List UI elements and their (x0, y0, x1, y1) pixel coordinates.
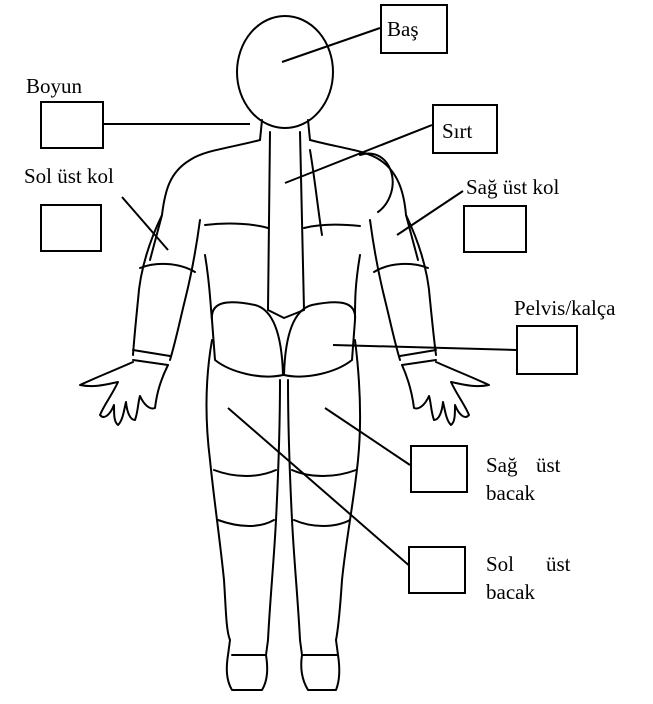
figure-right-arm (370, 215, 436, 360)
label-sag-ust-bacak-3: bacak (486, 481, 535, 505)
label-sol-ust-kol: Sol üst kol (24, 164, 114, 188)
pointer-sol-ust-bacak (228, 408, 412, 568)
sag-ust-bacak-box[interactable] (410, 445, 468, 493)
pelvis-box[interactable] (516, 325, 578, 375)
sag-ust-kol-box[interactable] (463, 205, 527, 253)
label-sag-ust-bacak-2: üst (536, 453, 561, 477)
figure-right-hand (402, 362, 489, 425)
figure-buttocks (212, 302, 283, 376)
sol-ust-kol-box[interactable] (40, 204, 102, 252)
pointer-sag-ust-bacak (325, 408, 410, 465)
boyun-box[interactable] (40, 101, 104, 149)
figure-head (237, 16, 333, 128)
label-sag-ust-kol: Sağ üst kol (466, 175, 559, 199)
pointer-pelvis (333, 345, 516, 350)
figure-left-hand (80, 362, 168, 425)
label-bas: Baş (387, 17, 419, 41)
figure-left-arm (133, 215, 200, 360)
label-sirt: Sırt (442, 119, 472, 143)
label-sag-ust-bacak-1: Sağ (486, 453, 518, 477)
figure-torso (150, 140, 418, 260)
label-boyun: Boyun (26, 74, 82, 98)
label-sol-ust-bacak-2: üst (546, 552, 571, 576)
label-sol-ust-bacak-3: bacak (486, 580, 535, 604)
figure-neck (260, 120, 310, 140)
pointer-sag-ust-kol (397, 191, 463, 235)
label-pelvis: Pelvis/kalça (514, 296, 615, 320)
sol-ust-bacak-box[interactable] (408, 546, 466, 594)
pointer-sol-ust-kol (122, 197, 168, 250)
figure-legs (206, 340, 360, 640)
label-sol-ust-bacak-1: Sol (486, 552, 514, 576)
figure-spine (268, 132, 304, 310)
pointer-sirt (285, 125, 432, 183)
